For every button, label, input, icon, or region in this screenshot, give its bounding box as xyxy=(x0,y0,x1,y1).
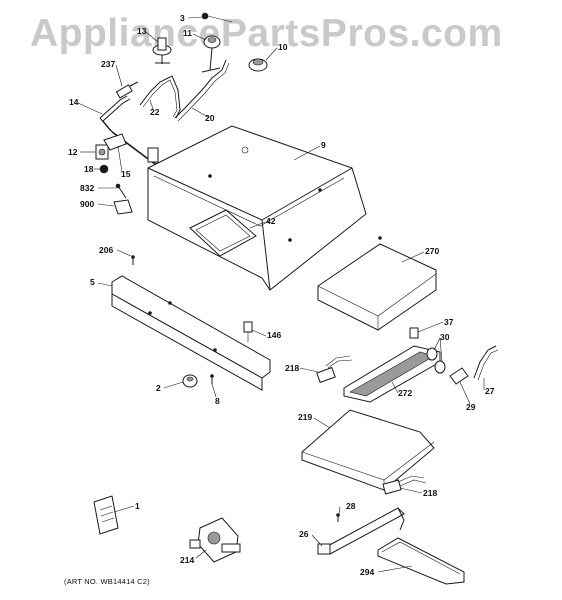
bracket-37 xyxy=(409,327,419,339)
callout-1: 1 xyxy=(135,501,140,511)
screw-28 xyxy=(336,513,340,522)
igniter-218-top xyxy=(316,355,353,384)
tube-27 xyxy=(473,345,499,381)
callout-3: 3 xyxy=(180,13,185,23)
burner-box-9 xyxy=(147,125,367,291)
callout-832: 832 xyxy=(80,183,95,193)
knob-2 xyxy=(182,374,198,388)
callout-294: 294 xyxy=(360,567,375,577)
burner-valve-13 xyxy=(152,37,172,64)
fitting-30 xyxy=(426,347,446,374)
callout-12: 12 xyxy=(68,147,78,157)
callout-42: 42 xyxy=(266,216,276,226)
leader-lines xyxy=(77,16,485,573)
screw-8 xyxy=(210,374,214,384)
callout-15: 15 xyxy=(121,169,131,179)
burner-11 xyxy=(201,35,221,73)
screw-3 xyxy=(201,12,233,23)
art-number: (ART NO. WB14414 C2) xyxy=(64,577,150,586)
bake-burner-272 xyxy=(343,345,441,403)
heat-shield-270 xyxy=(317,236,437,331)
orifice-237 xyxy=(115,81,139,99)
igniter-218-bottom xyxy=(382,475,427,495)
callout-214: 214 xyxy=(180,555,195,565)
callout-218-top: 218 xyxy=(285,363,300,373)
callout-272: 272 xyxy=(398,388,413,398)
callout-218-bottom: 218 xyxy=(423,488,438,498)
callout-219: 219 xyxy=(298,412,313,422)
callout-2: 2 xyxy=(156,383,161,393)
manual-1 xyxy=(93,495,119,535)
callout-26: 26 xyxy=(299,529,309,539)
gas-tube-22 xyxy=(139,75,181,119)
callout-8: 8 xyxy=(215,396,220,406)
callout-18: 18 xyxy=(84,164,94,174)
callout-20: 20 xyxy=(205,113,215,123)
pressure-regulator-214 xyxy=(189,517,241,563)
front-panel-5 xyxy=(111,275,271,391)
callout-30: 30 xyxy=(440,332,450,342)
nut-18 xyxy=(99,164,109,174)
callout-900: 900 xyxy=(80,199,95,209)
callout-10: 10 xyxy=(278,42,288,52)
gas-tube-20 xyxy=(174,59,230,122)
switch-146 xyxy=(243,321,253,342)
screw-832 xyxy=(115,183,127,199)
callout-5: 5 xyxy=(90,277,95,287)
bracket-900 xyxy=(113,199,133,215)
burner-cap-10 xyxy=(248,58,268,72)
callout-237: 237 xyxy=(101,59,116,69)
callout-146: 146 xyxy=(267,330,282,340)
callout-270: 270 xyxy=(425,246,440,256)
callout-29: 29 xyxy=(466,402,476,412)
broil-shield-219 xyxy=(301,409,435,491)
callout-14: 14 xyxy=(69,97,79,107)
callout-27: 27 xyxy=(485,386,495,396)
burner-baffle-294 xyxy=(377,537,465,585)
callout-13: 13 xyxy=(137,26,147,36)
broil-burner-26 xyxy=(317,507,405,555)
burner-box-panel-42 xyxy=(189,209,257,257)
callout-206: 206 xyxy=(99,245,114,255)
callout-22: 22 xyxy=(150,107,160,117)
orifice-29 xyxy=(449,367,469,385)
screw-206 xyxy=(131,255,135,265)
callout-37: 37 xyxy=(444,317,454,327)
callout-9: 9 xyxy=(321,140,326,150)
callout-28: 28 xyxy=(346,501,356,511)
callout-11: 11 xyxy=(183,28,192,38)
valve-12 xyxy=(95,144,109,160)
bracket-15 xyxy=(103,133,127,151)
